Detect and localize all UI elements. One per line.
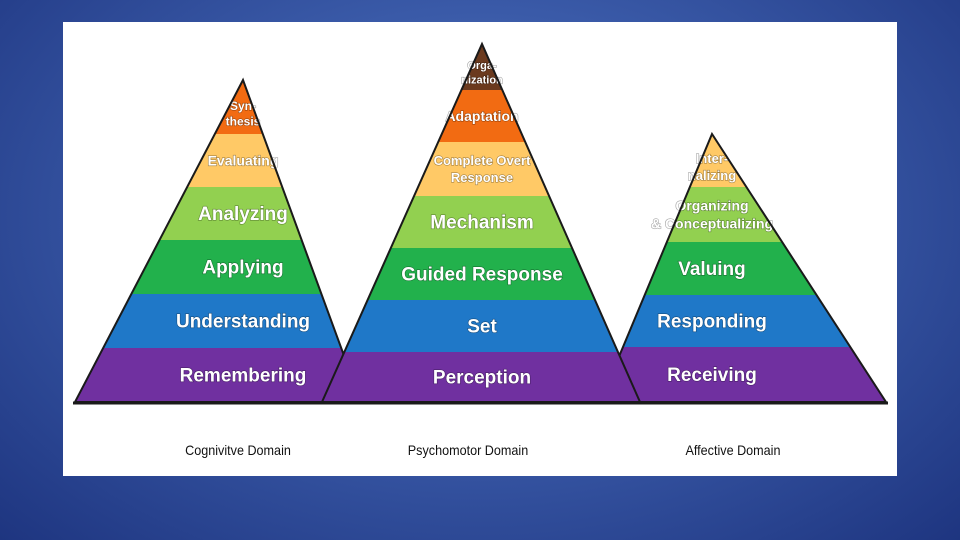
domains-diagram: Remembering Understanding Applying Analyzin… [73, 41, 888, 405]
affective-level-label: Responding [657, 312, 767, 333]
cognitive-level-band [103, 294, 342, 348]
affective-level-label: Receiving [667, 365, 757, 386]
cognitive-level-band [187, 134, 283, 187]
affective-level-band [666, 187, 783, 242]
affective-level-band [689, 134, 747, 187]
psychomotor-level-label: Adaptation [445, 108, 518, 124]
cognitive-level-label: Evaluating [208, 152, 279, 168]
psychomotor-level-band [322, 352, 640, 402]
psychomotor-level-band [414, 142, 550, 196]
psychomotor-level-band [367, 248, 595, 300]
psychomotor-level-label: Set [467, 317, 497, 338]
affective-level-label: Valuing [678, 259, 746, 280]
affective-level-label: Inter-nalizing [688, 151, 736, 183]
psychomotor-level-band [344, 300, 618, 352]
psychomotor-level-label: Perception [433, 368, 531, 389]
cognitive-level-label: Applying [202, 258, 283, 279]
cognitive-level-label: Analyzing [198, 204, 288, 225]
psychomotor-pyramid: Perception Set Guided Response Mechanism Com… [320, 41, 642, 403]
psychomotor-level-band [438, 90, 526, 142]
psychomotor-level-label: Guided Response [401, 265, 563, 286]
slide-panel: Remembering Understanding Applying Analyzin… [63, 22, 897, 476]
cognitive-level-band [75, 348, 361, 402]
affective-level-band [600, 347, 886, 402]
cognitive-domain-caption: Cognivitve Domain [185, 442, 291, 458]
psychomotor-level-band [390, 196, 573, 248]
cognitive-level-band [131, 240, 322, 294]
cognitive-level-band [214, 80, 263, 134]
affective-domain-caption: Affective Domain [685, 442, 781, 458]
affective-level-band [622, 295, 851, 347]
cognitive-level-label: Remembering [180, 366, 307, 387]
psychomotor-level-band [461, 44, 503, 90]
cognitive-level-label: Understanding [176, 312, 310, 333]
cognitive-level-band [159, 187, 302, 240]
psychomotor-level-label: Mechanism [430, 213, 533, 234]
cognitive-level-label: Syn-thesis [226, 99, 261, 129]
psychomotor-domain-caption: Psychomotor Domain [407, 442, 529, 458]
affective-level-band [644, 242, 817, 295]
affective-level-label: Organizing& Conceptualizing [651, 197, 773, 231]
cognitive-pyramid: Remembering Understanding Applying Analyzin… [73, 77, 363, 403]
affective-pyramid: Receiving Responding Valuing Organizing& Co… [598, 131, 888, 403]
